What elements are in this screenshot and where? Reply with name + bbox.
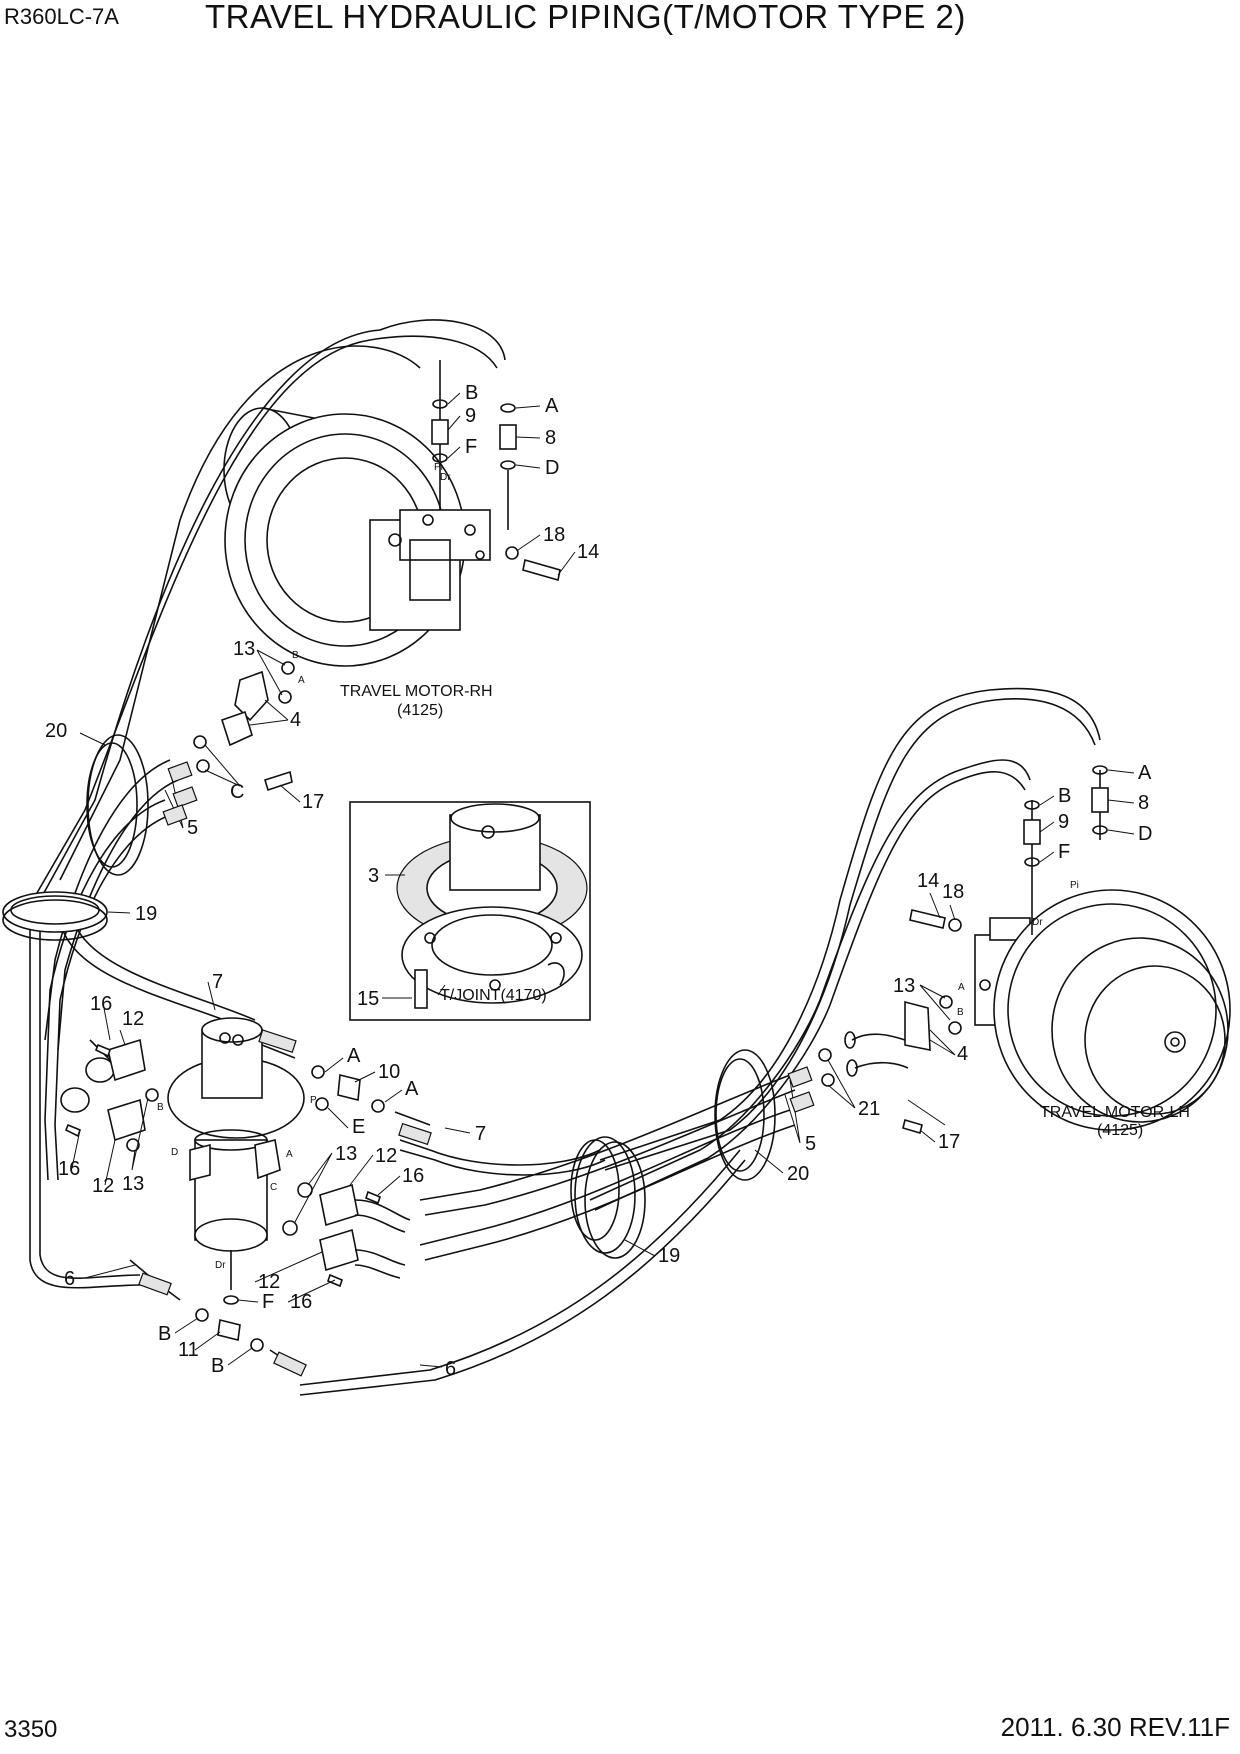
port-mark-p-tj: P — [310, 1095, 317, 1106]
callout-16d: 16 — [290, 1291, 312, 1313]
travel-motor-lh-label: TRAVEL MOTOR-LH — [1040, 1104, 1190, 1121]
callout-15: 15 — [357, 988, 379, 1010]
callout-lh-F: F — [1058, 841, 1070, 863]
callout-lh-B: B — [1058, 785, 1071, 807]
callout-rh-B: B — [465, 382, 478, 404]
turning-joint-inset-label: T/JOINT(4170) — [440, 987, 547, 1004]
callout-lh-9: 9 — [1058, 811, 1069, 833]
travel-motor-lh-ref: (4125) — [1097, 1122, 1143, 1139]
callout-19b: 19 — [658, 1245, 680, 1267]
page-title: TRAVEL HYDRAULIC PIPING(T/MOTOR TYPE 2) — [205, 0, 966, 35]
callout-16b: 16 — [58, 1158, 80, 1180]
callout-12d: 12 — [258, 1271, 280, 1293]
callout-rh-D: D — [545, 457, 559, 479]
callout-lh-A: A — [1138, 762, 1152, 784]
turning-joint-main: B D P A C Dr — [157, 1017, 317, 1305]
callout-10: 10 — [378, 1061, 400, 1083]
turning-joint-inset — [349, 801, 591, 1021]
callout-lh-5: 5 — [805, 1133, 816, 1155]
callout-11: 11 — [178, 1339, 199, 1361]
port-mark-b-tj: B — [157, 1102, 164, 1113]
page-number: 3350 — [4, 1716, 58, 1743]
travel-motor-rh-ref: (4125) — [397, 702, 443, 719]
travel-motor-rh: Pi Dr B A — [223, 407, 491, 686]
port-mark-b-rh: B — [292, 650, 299, 661]
hose-bundle-left — [29, 319, 506, 1289]
callout-12b: 12 — [92, 1175, 114, 1197]
callout-7a: 7 — [212, 971, 223, 993]
callout-rh-17: 17 — [302, 791, 324, 813]
port-mark-a-tj: A — [286, 1149, 293, 1160]
callout-rh-14: 14 — [577, 541, 599, 563]
callout-13a: 13 — [122, 1173, 144, 1195]
callout-tj-A1: A — [347, 1045, 361, 1067]
clamp-20-lh — [714, 1049, 776, 1181]
callout-lh-8: 8 — [1138, 792, 1149, 814]
callout-rh-9: 9 — [465, 405, 476, 427]
port-mark-b-lh: B — [957, 1007, 964, 1018]
callout-rh-A: A — [545, 395, 559, 417]
port-mark-d-tj: D — [171, 1147, 178, 1158]
callout-rh-8: 8 — [545, 427, 556, 449]
callout-20a: 20 — [45, 720, 67, 742]
callout-3: 3 — [368, 865, 379, 887]
callout-tj-E: E — [352, 1116, 365, 1138]
callout-lh-18: 18 — [942, 881, 964, 903]
travel-motor-lh: Dr Pi A B — [957, 880, 1231, 1131]
callout-lh-13: 13 — [893, 975, 915, 997]
callout-lh-21: 21 — [858, 1098, 880, 1120]
callout-6b: 6 — [445, 1358, 456, 1380]
callout-lh-4: 4 — [957, 1043, 968, 1065]
clamp-19-lh — [570, 1136, 646, 1259]
callout-6a: 6 — [64, 1268, 75, 1290]
port-mark-dr-rh: Dr — [440, 472, 451, 483]
callout-16a: 16 — [90, 993, 112, 1015]
callout-tj-F: F — [262, 1291, 274, 1313]
port-mark-dr-lh: Dr — [1032, 917, 1043, 928]
port-mark-dr-tj: Dr — [215, 1260, 226, 1271]
callout-12c: 12 — [375, 1145, 397, 1167]
model-number: R360LC-7A — [4, 4, 119, 29]
port-mark-c-tj: C — [270, 1182, 277, 1193]
callout-lh-D: D — [1138, 823, 1152, 845]
callout-lh-17: 17 — [938, 1131, 960, 1153]
callout-13b: 13 — [335, 1143, 357, 1165]
travel-motor-rh-label: TRAVEL MOTOR-RH — [340, 683, 493, 700]
port-mark-pi-lh: Pi — [1070, 880, 1079, 891]
lh-fittings — [818, 765, 1109, 1135]
swivel-fittings — [64, 1029, 432, 1377]
callout-12a: 12 — [122, 1008, 144, 1030]
port-mark-pi-rh: Pi — [434, 462, 443, 473]
clamp-20-rh — [86, 734, 149, 876]
callout-rh-4: 4 — [290, 709, 301, 731]
callout-tj-B2: B — [211, 1355, 224, 1377]
callout-rh-F: F — [465, 436, 477, 458]
hose-bundle-center — [299, 687, 1101, 1396]
rh-fittings — [193, 360, 561, 792]
callout-19a: 19 — [135, 903, 157, 925]
callout-rh-18: 18 — [543, 524, 565, 546]
revision-date: 2011. 6.30 REV.11F — [1000, 1712, 1230, 1742]
port-mark-a-rh: A — [298, 675, 305, 686]
callout-rh-5: 5 — [187, 817, 198, 839]
port-mark-a-lh: A — [958, 982, 965, 993]
callout-tj-B1: B — [158, 1323, 171, 1345]
callout-rh-C: C — [230, 781, 244, 803]
callout-lh-14: 14 — [917, 870, 939, 892]
callout-7b: 7 — [475, 1123, 486, 1145]
callout-tj-A2: A — [405, 1078, 419, 1100]
clamp-19-rh — [2, 891, 108, 941]
callout-rh-13: 13 — [233, 638, 255, 660]
callout-20b: 20 — [787, 1163, 809, 1185]
callout-16c: 16 — [402, 1165, 424, 1187]
